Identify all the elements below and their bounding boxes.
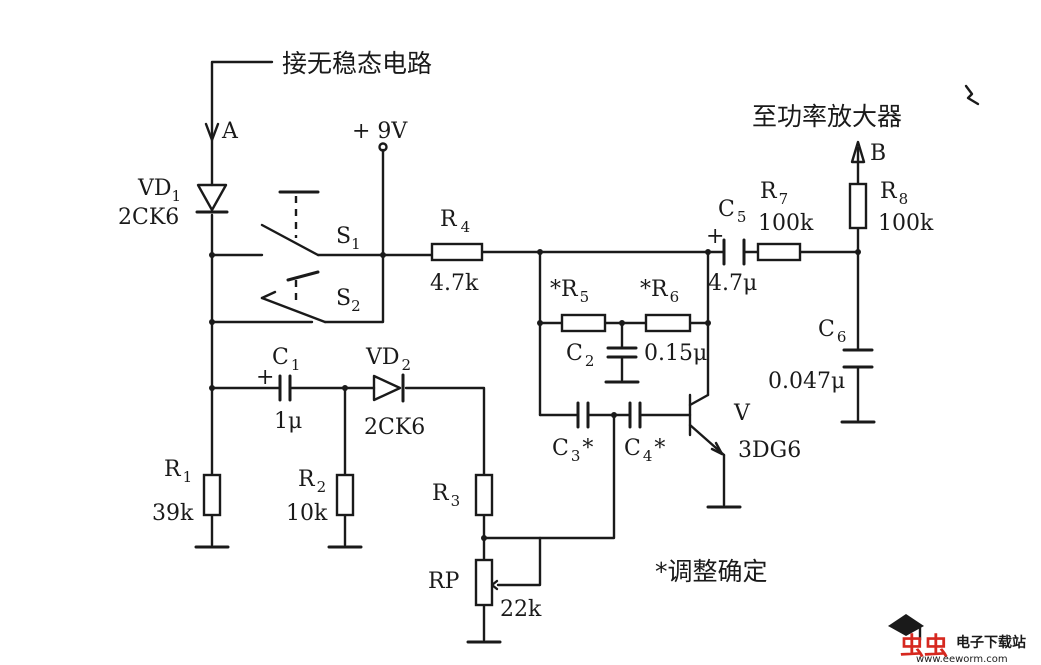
value-r2: 10k xyxy=(286,501,328,526)
watermark-brand: 虫虫 xyxy=(900,632,948,660)
value-r4: 4.7k xyxy=(430,271,479,296)
resistor-r3 xyxy=(474,473,494,517)
value-c1: 1μ xyxy=(274,409,302,434)
value-rp: 22k xyxy=(500,597,542,622)
watermark-url: www.eeworm.com xyxy=(916,654,1008,665)
capacitor-c5 xyxy=(722,238,746,266)
value-c5: 4.7μ xyxy=(708,271,757,296)
label-transistor: V xyxy=(733,401,751,426)
capacitor-c4 xyxy=(628,401,642,429)
capacitor-c2 xyxy=(606,346,638,359)
junctions xyxy=(209,249,861,541)
resistor-r2 xyxy=(335,473,355,517)
value-vd1: 2CK6 xyxy=(118,205,179,230)
label-node-b: B xyxy=(870,141,886,166)
value-c2: 0.15μ xyxy=(644,341,707,366)
resistor-r6 xyxy=(644,313,692,333)
diode-vd1 xyxy=(195,183,229,214)
switch-s2 xyxy=(260,270,327,324)
value-vd2: 2CK6 xyxy=(364,415,425,440)
label-to-amplifier: 至功率放大器 xyxy=(752,102,902,131)
label-rp: RP xyxy=(428,569,460,594)
stray-mark xyxy=(964,84,980,106)
watermark-title: 电子下载站 xyxy=(956,634,1026,651)
potentiometer-rp xyxy=(474,558,494,607)
wiring xyxy=(204,60,866,642)
capacitor-c1 xyxy=(278,374,292,402)
value-r8: 100k xyxy=(878,211,934,236)
supply-terminal xyxy=(378,142,388,152)
label-s2: S2 xyxy=(336,286,361,315)
label-to-astable: 接无稳态电路 xyxy=(282,49,432,78)
value-r7: 100k xyxy=(758,211,814,236)
capacitor-c6 xyxy=(842,348,874,369)
label-s1: S1 xyxy=(336,224,361,253)
resistor-r1 xyxy=(202,473,222,517)
ground-symbols xyxy=(194,380,876,644)
label-vd1: VD1 xyxy=(137,176,181,205)
diode-vd2 xyxy=(372,373,405,403)
label-supply: + 9V xyxy=(352,119,408,144)
value-transistor: 3DG6 xyxy=(738,438,801,463)
watermark: 虫虫 电子下载站 www.eeworm.com xyxy=(888,614,1026,665)
resistor-r7 xyxy=(756,242,802,262)
switch-s1 xyxy=(260,190,320,257)
resistor-r8 xyxy=(848,182,868,230)
label-note: *调整确定 xyxy=(655,557,768,586)
value-r1: 39k xyxy=(152,501,194,526)
graduation-cap-icon xyxy=(888,614,924,636)
capacitor-c3 xyxy=(576,401,590,429)
resistor-r5 xyxy=(560,313,607,333)
value-c6: 0.047μ xyxy=(768,369,845,394)
label-node-a: A xyxy=(221,119,239,144)
polarity-c5: + xyxy=(706,224,724,249)
polarity-c1: + xyxy=(256,365,274,390)
resistor-r4 xyxy=(430,242,484,262)
